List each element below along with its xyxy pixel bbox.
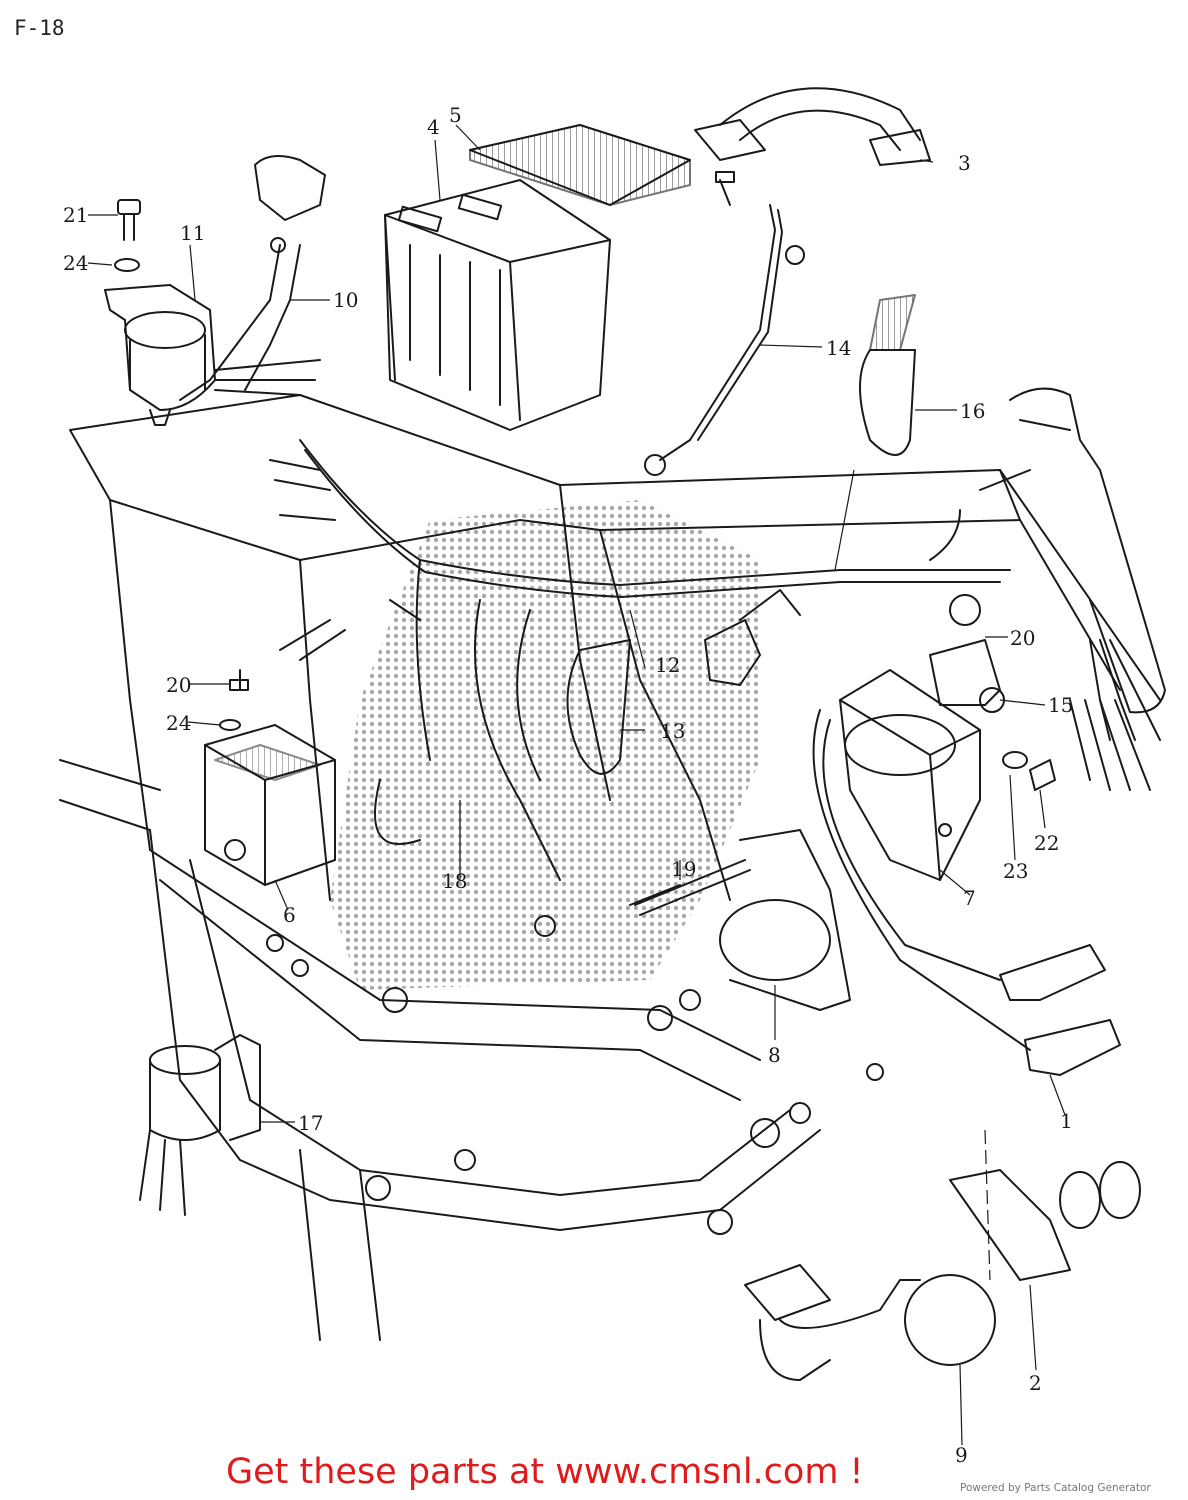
- callout-label: 3: [958, 151, 971, 175]
- harness-clamp: [566, 639, 631, 775]
- cta-link[interactable]: Get these parts at www.cmsnl.com !: [226, 1452, 864, 1492]
- connector: [704, 589, 801, 686]
- battery-cover: [469, 124, 691, 206]
- watermark-halftone: [330, 500, 760, 990]
- callout-label: 21: [63, 203, 88, 227]
- ground-cable: [644, 171, 805, 476]
- nut-washer: [1002, 751, 1056, 791]
- condenser: [139, 1034, 261, 1216]
- bolt-19: [634, 859, 751, 916]
- diagram-title: F-18: [14, 16, 65, 40]
- battery: [384, 179, 611, 431]
- battery-strap: [694, 87, 931, 166]
- callout-label: 10: [333, 288, 358, 312]
- callout-label: 1: [1060, 1109, 1073, 1133]
- callout-label: 4: [427, 115, 440, 139]
- harness-band: [859, 294, 916, 456]
- callout-label: 19: [671, 857, 696, 881]
- frame: [59, 387, 1166, 1341]
- callout-label: 22: [1034, 831, 1059, 855]
- callout-label: 24: [63, 251, 88, 275]
- callout-label: 12: [655, 653, 680, 677]
- switch-bracket: [949, 1161, 1141, 1281]
- callout-label: 8: [768, 1043, 781, 1067]
- callout-label: 5: [449, 103, 462, 127]
- callout-label: 18: [442, 869, 467, 893]
- callout-label: 14: [826, 336, 851, 360]
- callout-label: 24: [166, 711, 191, 735]
- regulator: [204, 669, 336, 886]
- callout-label: 16: [960, 399, 985, 423]
- callout-label: 20: [166, 673, 191, 697]
- callout-label: 23: [1003, 859, 1028, 883]
- callout-label: 13: [660, 719, 685, 743]
- horn: [629, 829, 851, 1011]
- wiring-harness: [269, 439, 1161, 881]
- callout-label: 2: [1029, 1371, 1042, 1395]
- credit-text: Powered by Parts Catalog Generator: [960, 1482, 1151, 1494]
- callout-label: 17: [298, 1111, 323, 1135]
- ignition-coil: [812, 669, 1031, 1051]
- callout-labels: 1 2 3 4 5 6 7 8 9 10 11 12 13 14 15 16 1…: [63, 103, 1073, 1467]
- leader-lines: [87, 124, 1066, 1446]
- callout-label: 20: [1010, 626, 1035, 650]
- callout-label: 7: [963, 886, 976, 910]
- bolt-21: [114, 199, 141, 272]
- headlight-switch: [929, 594, 1005, 713]
- spark-plug-caps: [999, 944, 1121, 1076]
- ignition-switch: [744, 1264, 996, 1381]
- callout-label: 11: [180, 221, 205, 245]
- switch-assembly: [104, 155, 326, 426]
- callout-label: 15: [1048, 693, 1073, 717]
- callout-label: 6: [283, 903, 296, 927]
- callout-label: 9: [955, 1443, 968, 1467]
